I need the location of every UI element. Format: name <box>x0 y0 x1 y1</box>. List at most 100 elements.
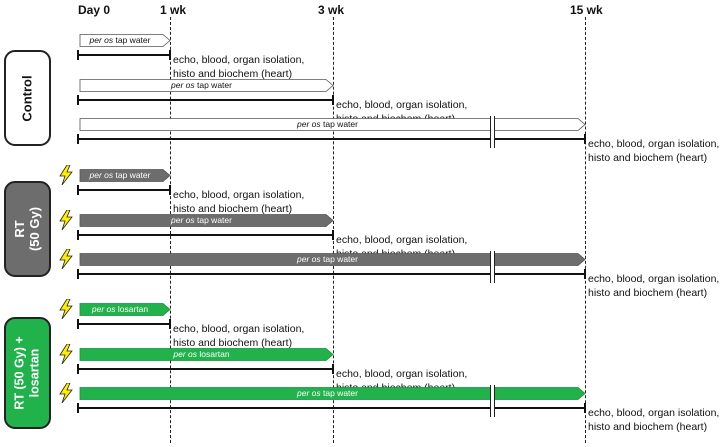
timeline-start-tick <box>77 95 79 105</box>
treatment-label: per os losartan <box>80 348 323 361</box>
timeline-end-tick <box>584 134 586 144</box>
lightning-bolt-icon <box>58 164 74 186</box>
timeline-end-tick <box>584 403 586 413</box>
timeline-end-tick <box>169 319 171 329</box>
timepoint-label: Day 0 <box>78 3 111 17</box>
treatment-route: per os <box>89 170 114 180</box>
outcome-text: echo, blood, organ isolation, histo and b… <box>586 272 722 300</box>
outcome-line-1: echo, blood, organ isolation, <box>173 189 305 201</box>
outcome-line-1: echo, blood, organ isolation, <box>588 273 720 285</box>
axis-break-mark <box>490 264 495 283</box>
treatment-agent: losartan <box>115 304 149 314</box>
timeline-end-tick <box>169 50 171 60</box>
treatment-agent: losartan <box>197 349 230 359</box>
treatment-arrow: per os tap water <box>79 387 586 400</box>
treatment-agent: tap water <box>194 80 232 90</box>
outcome-line-2: histo and biochem (heart) <box>173 68 293 80</box>
axis-break-mark <box>490 398 495 417</box>
treatment-agent: tap water <box>194 215 232 225</box>
timeline-end-tick <box>332 364 334 374</box>
timepoint-dashed-line <box>585 17 586 443</box>
treatment-arrow: per os losartan <box>79 348 334 361</box>
treatment-label: per os tap water <box>80 387 575 400</box>
treatment-route: per os <box>89 35 114 45</box>
treatment-arrow: per os tap water <box>79 253 586 266</box>
axis-break-mark <box>490 251 495 270</box>
treatment-route: per os <box>173 349 197 359</box>
treatment-route: per os <box>297 254 321 264</box>
timeline-end-tick <box>332 95 334 105</box>
timeline-start-tick <box>77 403 79 413</box>
timeline-bar <box>78 99 333 101</box>
treatment-route: per os <box>297 119 321 129</box>
treatment-route: per os <box>171 215 195 225</box>
treatment-label: per os tap water <box>80 253 575 266</box>
outcome-line-2: histo and biochem (heart) <box>588 152 708 164</box>
timeline-start-tick <box>77 364 79 374</box>
timeline-end-tick <box>584 269 586 279</box>
treatment-agent: tap water <box>113 170 151 180</box>
outcome-text: echo, blood, organ isolation, histo and b… <box>586 137 722 165</box>
timepoint-label: 3 wk <box>318 3 345 17</box>
outcome-line-1: echo, blood, organ isolation, <box>588 138 720 150</box>
outcome-line-2: histo and biochem (heart) <box>588 421 708 433</box>
timepoint-label: 1 wk <box>160 3 187 17</box>
timeline-bar <box>78 234 333 236</box>
timeline-end-tick <box>332 230 334 240</box>
timepoint-label: 15 wk <box>570 3 603 17</box>
timeline-end-tick <box>169 185 171 195</box>
timeline-bar <box>78 138 585 140</box>
treatment-arrow: per os tap water <box>79 214 334 227</box>
treatment-arrow: per os tap water <box>79 169 171 182</box>
lightning-bolt-icon <box>58 382 74 404</box>
timeline-start-tick <box>77 185 79 195</box>
treatment-arrow: per os losartan <box>79 303 171 316</box>
timeline-bar <box>78 368 333 370</box>
treatment-agent: tap water <box>320 254 358 264</box>
outcome-text: echo, blood, organ isolation, histo and b… <box>586 406 722 434</box>
treatment-agent: tap water <box>320 388 358 398</box>
treatment-label: per os tap water <box>80 118 575 131</box>
treatment-agent: tap water <box>320 119 358 129</box>
axis-break-mark <box>490 116 495 135</box>
group-label-text: Control <box>20 74 35 122</box>
lightning-bolt-icon <box>58 298 74 320</box>
treatment-agent: tap water <box>113 35 151 45</box>
treatment-label: per os tap water <box>80 34 160 47</box>
group-label-rt-losartan: RT (50 Gy) + losartan <box>4 317 51 429</box>
timeline-start-tick <box>77 319 79 329</box>
timeline-bar <box>78 273 585 275</box>
treatment-label: per os tap water <box>80 79 323 92</box>
treatment-label: per os tap water <box>80 169 160 182</box>
outcome-line-2: histo and biochem (heart) <box>588 287 708 299</box>
outcome-line-1: echo, blood, organ isolation, <box>588 407 720 419</box>
treatment-route: per os <box>171 80 195 90</box>
group-label-control: Control <box>4 50 51 146</box>
treatment-arrow: per os tap water <box>79 118 586 131</box>
axis-break-mark <box>490 385 495 404</box>
axis-break-mark <box>490 129 495 148</box>
group-label-text: RT (50 Gy) <box>12 206 43 252</box>
treatment-label: per os losartan <box>80 303 160 316</box>
outcome-line-1: echo, blood, organ isolation, <box>336 99 468 111</box>
treatment-arrow: per os tap water <box>79 34 171 47</box>
group-label-rt: RT (50 Gy) <box>4 181 51 277</box>
group-label-text: RT (50 Gy) + losartan <box>12 336 42 410</box>
outcome-text: echo, blood, organ isolation,histo and b… <box>171 53 307 81</box>
timeline-bar <box>78 407 585 409</box>
lightning-bolt-icon <box>58 209 74 231</box>
timeline-start-tick <box>77 230 79 240</box>
outcome-line-2: histo and biochem (heart) <box>173 337 293 349</box>
outcome-line-1: echo, blood, organ isolation, <box>173 323 305 335</box>
outcome-line-2: histo and biochem (heart) <box>173 203 293 215</box>
timeline-start-tick <box>77 134 79 144</box>
timeline-start-tick <box>77 50 79 60</box>
timeline-bar <box>78 323 170 325</box>
timeline-start-tick <box>77 269 79 279</box>
treatment-arrow: per os tap water <box>79 79 334 92</box>
outcome-text: echo, blood, organ isolation, histo and b… <box>171 188 307 216</box>
timeline-bar <box>78 189 170 191</box>
treatment-route: per os <box>91 304 116 314</box>
treatment-route: per os <box>297 388 321 398</box>
